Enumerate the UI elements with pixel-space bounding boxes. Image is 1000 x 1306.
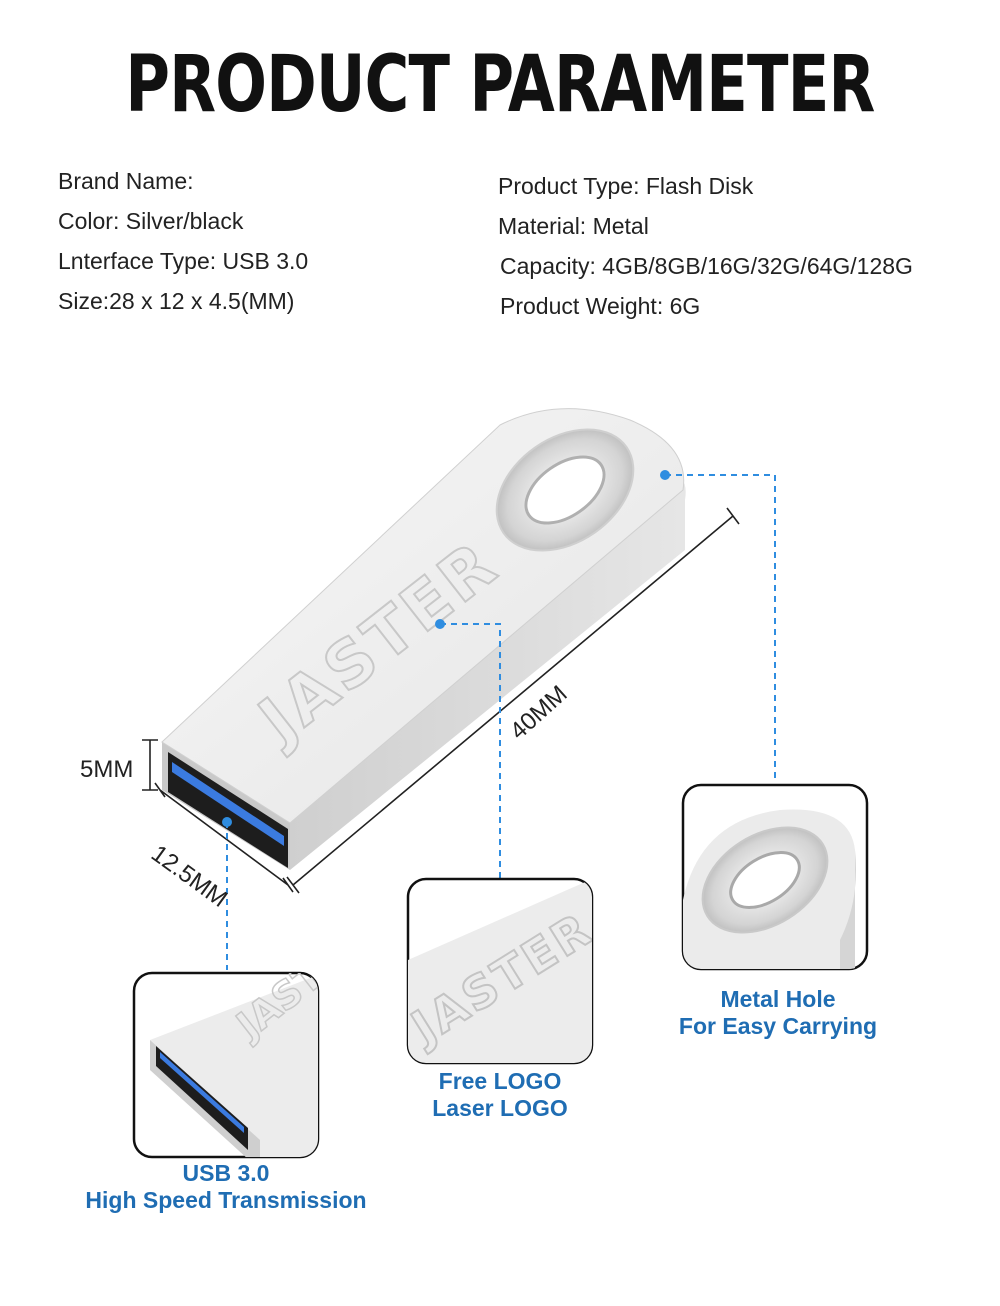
dim-length-line <box>286 507 740 894</box>
detail-box-logo: JASTER <box>406 877 594 1065</box>
spec-material: Material: Metal <box>498 213 649 239</box>
spec-interface-type: Lnterface Type: USB 3.0 <box>58 248 309 274</box>
spec-weight: Product Weight: 6G <box>500 293 701 319</box>
hole-caption: Metal Hole For Easy Carrying <box>650 986 906 1040</box>
logo-caption: Free LOGO Laser LOGO <box>380 1068 620 1122</box>
hole-caption-line2: For Easy Carrying <box>678 1013 878 1039</box>
spec-product-type: Product Type: Flash Disk <box>498 173 754 199</box>
flash-drive: JASTER <box>161 408 686 870</box>
leader-dot-logo <box>435 619 445 629</box>
dim-width-line <box>154 782 294 893</box>
leader-hole <box>665 474 776 782</box>
leader-logo <box>440 623 501 878</box>
detail-box-usb: JASTER <box>132 971 320 1159</box>
dim-height-label: 5MM <box>80 756 134 783</box>
logo-caption-line2: Laser LOGO <box>432 1095 568 1121</box>
logo-caption-line1: Free LOGO <box>438 1068 562 1094</box>
spec-color: Color: Silver/black <box>58 208 244 234</box>
page-title: PRODUCT PARAMETER <box>125 40 875 130</box>
dimension-lines <box>142 507 740 894</box>
hole-caption-line1: Metal Hole <box>720 986 836 1012</box>
drive-side-face <box>290 474 686 870</box>
spec-capacity: Capacity: 4GB/8GB/16G/32G/64G/128G <box>500 253 913 279</box>
leader-lines <box>226 474 776 970</box>
usb-caption-line1: USB 3.0 <box>182 1160 270 1186</box>
usb-caption: USB 3.0 High Speed Transmission <box>56 1160 396 1214</box>
usb-caption-line2: High Speed Transmission <box>85 1187 367 1213</box>
spec-size: Size:28 x 12 x 4.5(MM) <box>58 288 295 314</box>
metal-hole-opening <box>524 455 606 525</box>
dim-height-line <box>142 739 158 791</box>
usb-port-insert <box>172 762 284 846</box>
spec-brand-name: Brand Name: <box>58 168 194 194</box>
detail-box-hole <box>681 783 869 971</box>
leader-dot-hole <box>660 470 670 480</box>
leader-dot-usb <box>222 817 232 827</box>
